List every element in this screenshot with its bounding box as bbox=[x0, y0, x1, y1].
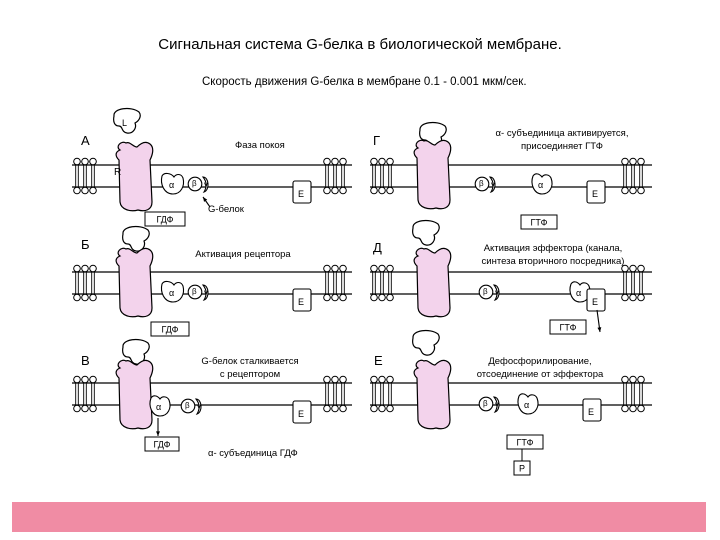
membrane-v-lipid-group-2 bbox=[324, 376, 347, 412]
panel-e-caption-line2: отсоединение от эффектора bbox=[477, 369, 604, 380]
gtp-e-box bbox=[506, 434, 544, 450]
membrane-g-lipid-group-1 bbox=[371, 158, 394, 194]
alpha-a-label: α bbox=[169, 180, 174, 190]
panel-v-caption-line1: G-белок сталкивается bbox=[201, 356, 298, 367]
panel-d-letter: Д bbox=[373, 240, 382, 255]
receptor-a bbox=[115, 141, 154, 212]
effector-v-label: E bbox=[298, 409, 304, 419]
panel-v-letter: В bbox=[81, 353, 90, 368]
panel-g-letter: Г bbox=[373, 133, 380, 148]
membrane-d-lipid-group-2 bbox=[622, 265, 645, 301]
beta-v-label: β bbox=[185, 401, 190, 410]
panel-b-caption: Активация рецептора bbox=[195, 249, 291, 260]
membrane-v-lipid-group-1 bbox=[74, 376, 97, 412]
alpha-e-label: α bbox=[524, 400, 529, 410]
panel-d-caption-line1: Активация эффектора (канала, bbox=[484, 243, 623, 254]
effector-d-label: E bbox=[592, 297, 598, 307]
panel-e-caption-line1: Дефосфорилирование, bbox=[488, 356, 591, 367]
gtp-d: ГТФ bbox=[560, 323, 577, 333]
effector-output-arrow-head bbox=[597, 327, 602, 332]
gdp-a-box bbox=[144, 211, 186, 227]
receptor-g bbox=[413, 139, 452, 210]
panel-g-caption-line1: α- субъединица активируется, bbox=[496, 128, 629, 139]
gtp-d-box bbox=[549, 319, 587, 335]
gdp-b-box bbox=[150, 321, 190, 337]
slide-title: Сигнальная система G-белка в биологическ… bbox=[158, 36, 562, 53]
gtp-e: ГТФ bbox=[517, 438, 534, 448]
effector-g-label: E bbox=[592, 189, 598, 199]
alpha-g-label: α bbox=[538, 180, 543, 190]
footer-bar bbox=[12, 502, 706, 532]
receptor-e bbox=[413, 359, 452, 430]
phosphate-e-box bbox=[513, 460, 531, 476]
effector-b-label: E bbox=[298, 297, 304, 307]
panel-d-caption-line2: синтеза вторичного посредника) bbox=[482, 256, 625, 267]
ligand-d bbox=[412, 219, 440, 246]
gamma-e-label: γ bbox=[495, 400, 499, 409]
g-protein-a-label: G-белок bbox=[208, 204, 245, 215]
membrane-a-lipid-group-2 bbox=[324, 158, 347, 194]
ligand-e bbox=[412, 329, 440, 356]
panel-b-letter: Б bbox=[81, 237, 90, 252]
gdp-v-box bbox=[144, 436, 180, 452]
g-protein-a-pointer-head bbox=[203, 197, 208, 202]
beta-d-label: β bbox=[483, 287, 488, 296]
alpha-b-label: α bbox=[169, 288, 174, 298]
beta-g-label: β bbox=[479, 179, 484, 188]
gamma-v-label: γ bbox=[197, 402, 201, 411]
beta-b-label: β bbox=[192, 287, 197, 296]
membrane-g-lipid-group-2 bbox=[622, 158, 645, 194]
ligand-a-label: L bbox=[122, 118, 127, 128]
beta-a-label: β bbox=[192, 179, 197, 188]
receptor-a-label: R bbox=[114, 167, 121, 178]
gdp-v: ГДФ bbox=[153, 440, 170, 450]
effector-e-label: E bbox=[588, 407, 594, 417]
phosphate-e: P bbox=[519, 464, 525, 474]
receptor-v bbox=[115, 359, 154, 430]
gamma-g-label: γ bbox=[491, 180, 495, 189]
panel-a-letter: А bbox=[81, 133, 90, 148]
ligand-b bbox=[122, 225, 150, 252]
slide-subtitle: Скорость движения G-белка в мембране 0.1… bbox=[202, 76, 527, 88]
panel-v-caption-line2: с рецептором bbox=[220, 369, 280, 380]
alpha-gdp-note: α- субъединица ГДФ bbox=[208, 448, 298, 459]
gamma-d-label: γ bbox=[495, 288, 499, 297]
alpha-v-label: α bbox=[156, 402, 161, 412]
membrane-a-lipid-group-1 bbox=[74, 158, 97, 194]
gtp-g: ГТФ bbox=[531, 218, 548, 228]
membrane-e-lipid-group-1 bbox=[371, 376, 394, 412]
panel-a-caption: Фаза покоя bbox=[235, 140, 285, 151]
membrane-b-lipid-group-1 bbox=[74, 265, 97, 301]
gdp-release-arrow-head bbox=[156, 431, 160, 436]
beta-e-label: β bbox=[483, 399, 488, 408]
receptor-b bbox=[115, 247, 154, 318]
membrane-b-lipid-group-2 bbox=[324, 265, 347, 301]
gamma-b-label: γ bbox=[204, 288, 208, 297]
gtp-g-box bbox=[520, 214, 558, 230]
gamma-a-label: γ bbox=[204, 180, 208, 189]
panel-g-caption-line2: присоединяет ГТФ bbox=[521, 141, 603, 152]
receptor-d bbox=[413, 247, 452, 318]
effector-a-label: E bbox=[298, 189, 304, 199]
membrane-e-lipid-group-2 bbox=[622, 376, 645, 412]
panel-e-letter: Е bbox=[374, 353, 383, 368]
alpha-d-label: α bbox=[576, 288, 581, 298]
gdp-a: ГДФ bbox=[156, 215, 173, 225]
gdp-b: ГДФ bbox=[161, 325, 178, 335]
membrane-d-lipid-group-1 bbox=[371, 265, 394, 301]
